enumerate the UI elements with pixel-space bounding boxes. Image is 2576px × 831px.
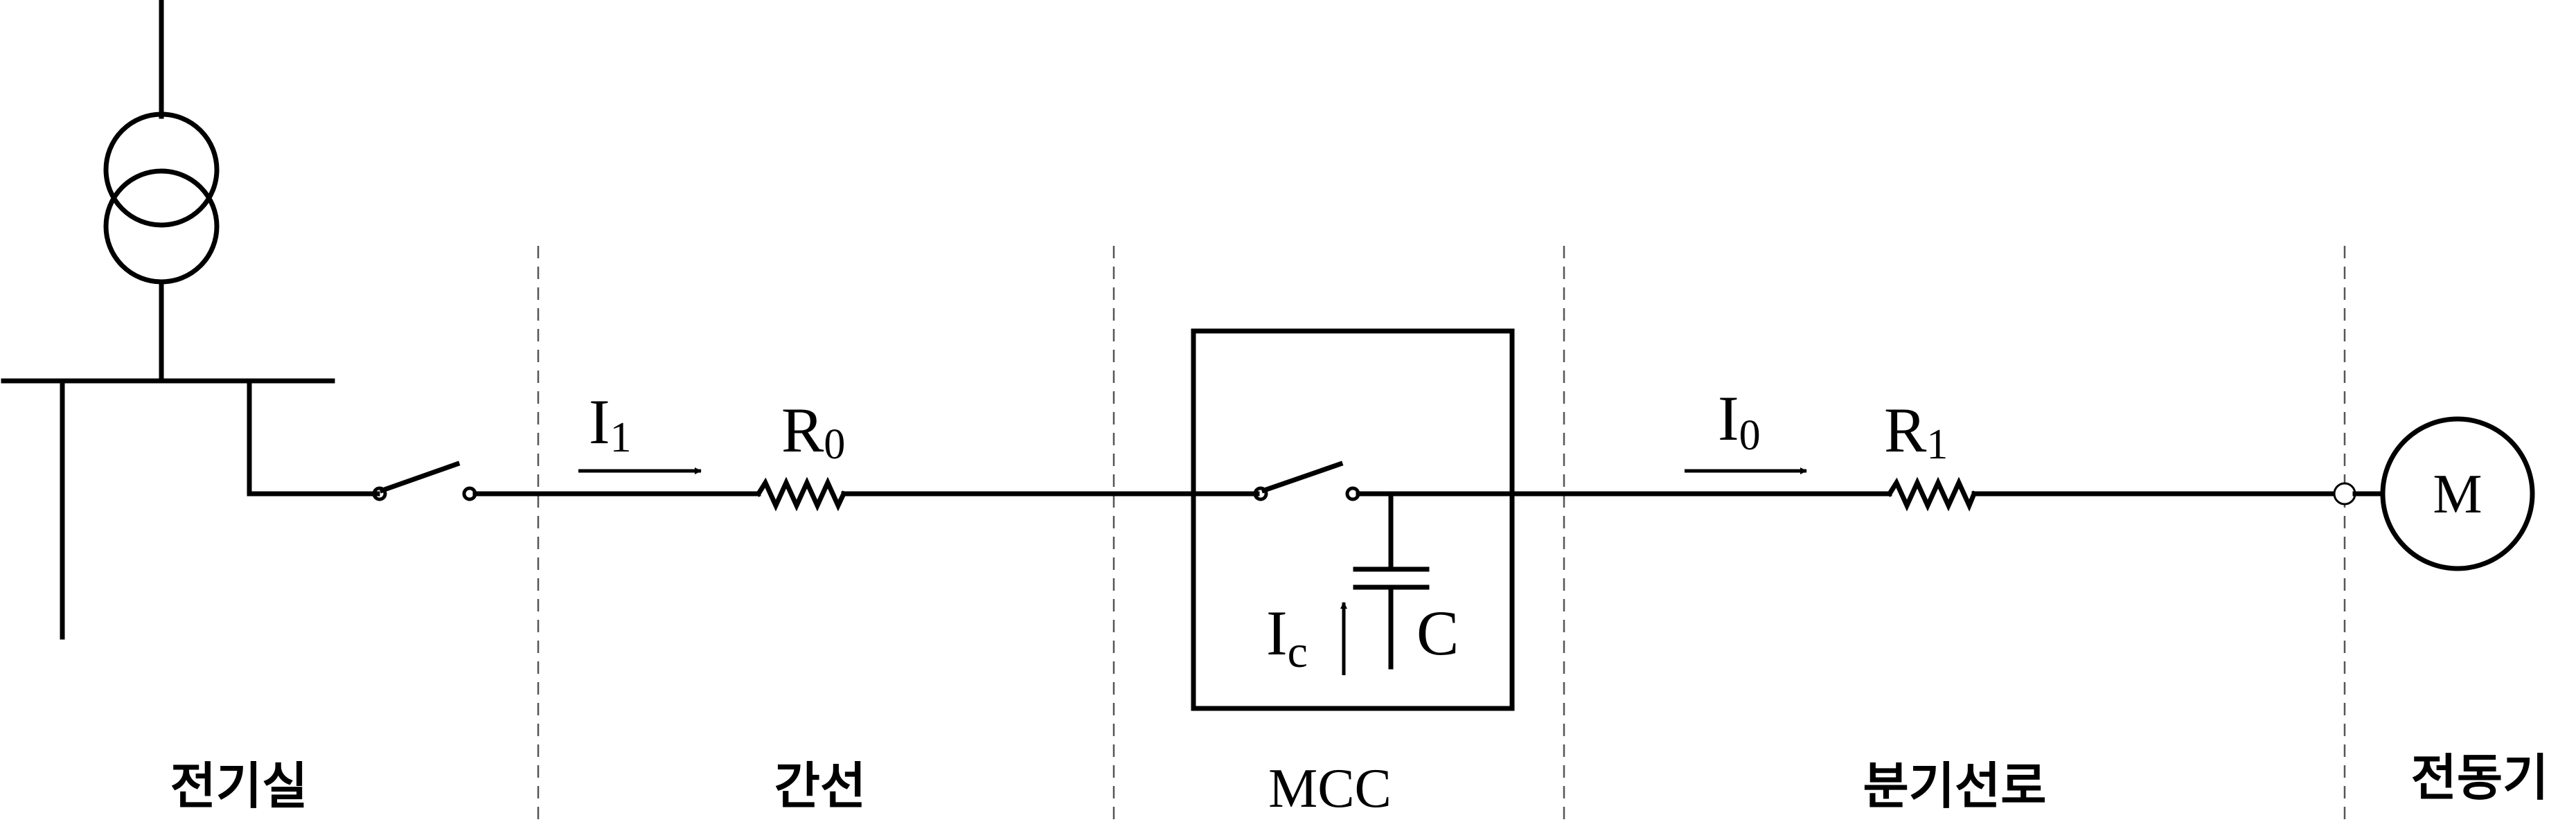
- motor-label: M: [2433, 464, 2482, 525]
- section-label-substation: 전기실: [170, 757, 308, 815]
- section-label-mcc: MCC: [1268, 758, 1392, 819]
- motor: [2380, 416, 2535, 571]
- section-label-motor: 전동기: [2411, 749, 2549, 807]
- resistor-label-r1: R1: [1884, 395, 1948, 468]
- motor-terminal: [2333, 482, 2356, 506]
- resistor-r1: [1886, 476, 1978, 512]
- busbar: [1, 378, 380, 640]
- transformer-primary-winding: [103, 111, 220, 228]
- current-label-i0: I0: [1718, 383, 1761, 459]
- mcc-enclosure: [1191, 328, 1515, 711]
- section-label-branch-line: 분기선로: [1863, 757, 2047, 815]
- current-label-i1: I1: [589, 386, 632, 461]
- mcc-switch: [1253, 461, 1360, 501]
- transformer: [103, 0, 220, 384]
- resistor-label-r0: R0: [781, 395, 845, 468]
- capacitor-label: C: [1416, 598, 1459, 668]
- capacitor: [1353, 491, 1430, 670]
- main-breaker-switch: [372, 461, 477, 501]
- resistor-r0: [755, 476, 847, 512]
- section-label-feeder: 간선: [774, 757, 866, 815]
- capacitor-current-label: Ic: [1266, 598, 1308, 677]
